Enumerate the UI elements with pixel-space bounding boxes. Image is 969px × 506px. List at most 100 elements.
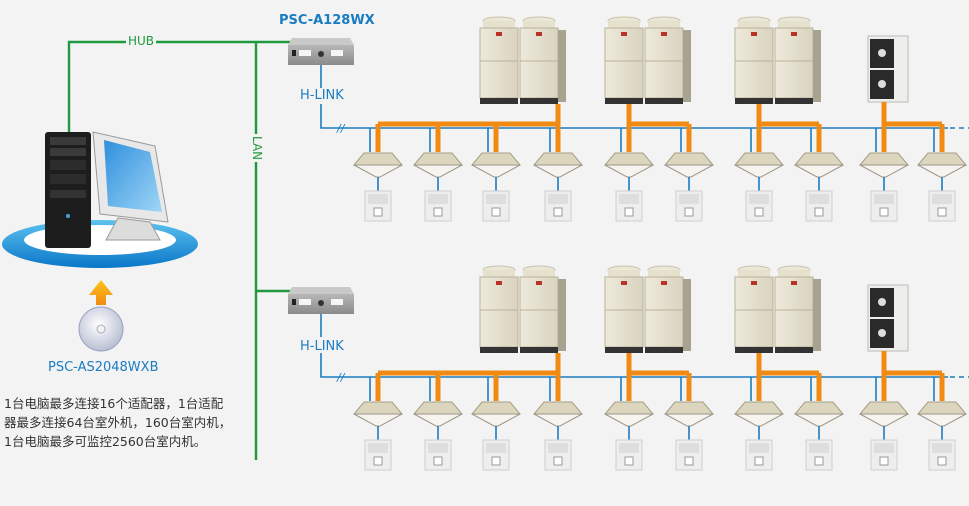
outdoor-unit-module — [519, 276, 559, 348]
cassette-body — [663, 401, 715, 415]
cassette-body — [733, 152, 785, 166]
pc-workstation — [2, 131, 198, 268]
cassette-panel — [859, 413, 909, 427]
indoor-unit — [858, 373, 910, 471]
cassette-panel — [604, 164, 654, 178]
cassette-body — [916, 152, 968, 166]
cassette-body — [603, 152, 655, 166]
hlink-bus — [320, 353, 948, 378]
outdoor-group-4 — [858, 35, 968, 222]
cassette-panel — [794, 413, 844, 427]
cassette-body — [532, 401, 584, 415]
hub-label: HUB — [126, 34, 157, 48]
outdoor-group-4 — [858, 284, 968, 471]
cassette-body — [352, 152, 404, 166]
hlink-bus — [320, 104, 948, 129]
adapter-top-label: PSC-A128WX — [279, 13, 375, 28]
indoor-unit — [412, 124, 464, 222]
hlink-row-1: // — [320, 16, 969, 222]
cassette-panel — [794, 164, 844, 178]
cassette-panel — [917, 164, 967, 178]
outdoor-unit-module — [644, 276, 684, 348]
outdoor-group-3 — [733, 265, 845, 471]
indoor-unit — [352, 373, 404, 471]
software-label: PSC-AS2048WXB — [48, 360, 159, 375]
cassette-panel — [734, 164, 784, 178]
cassette-panel — [734, 413, 784, 427]
indoor-unit — [603, 124, 655, 222]
cassette-panel — [664, 413, 714, 427]
outdoor-unit-module — [479, 276, 519, 348]
outdoor-unit-module — [479, 27, 519, 99]
lan-line-hub — [67, 40, 290, 132]
cassette-panel — [533, 413, 583, 427]
cassette-panel — [664, 164, 714, 178]
cassette-panel — [353, 413, 403, 427]
indoor-unit — [733, 124, 785, 222]
outdoor-unit-module — [734, 27, 774, 99]
cassette-body — [793, 401, 845, 415]
indoor-unit — [352, 124, 404, 222]
indoor-unit — [470, 373, 522, 471]
cassette-panel — [471, 164, 521, 178]
install-arrow-icon — [89, 280, 113, 305]
cassette-panel — [413, 413, 463, 427]
cassette-body — [916, 401, 968, 415]
outdoor-unit-module — [604, 27, 644, 99]
outdoor-group-1 — [352, 265, 584, 471]
cassette-panel — [471, 413, 521, 427]
indoor-unit — [663, 373, 715, 471]
hlink-top-label: H-LINK — [300, 88, 344, 103]
cassette-body — [793, 152, 845, 166]
outdoor-unit-module — [774, 276, 814, 348]
outdoor-group-1 — [352, 16, 584, 222]
outdoor-group-2 — [603, 16, 715, 222]
cassette-panel — [353, 164, 403, 178]
indoor-unit — [793, 124, 845, 222]
cassette-panel — [604, 413, 654, 427]
indoor-unit — [532, 124, 584, 222]
cassette-panel — [859, 164, 909, 178]
wire-break-mark: // — [336, 122, 346, 135]
cassette-body — [858, 152, 910, 166]
outdoor-unit-module — [519, 27, 559, 99]
cassette-panel — [917, 413, 967, 427]
indoor-unit — [733, 373, 785, 471]
cassette-body — [470, 152, 522, 166]
cassette-body — [352, 401, 404, 415]
outdoor-unit-module — [734, 276, 774, 348]
cassette-panel — [533, 164, 583, 178]
indoor-unit — [470, 124, 522, 222]
cassette-body — [470, 401, 522, 415]
cassette-body — [412, 401, 464, 415]
lan-network — [67, 40, 292, 460]
hlink-row-2: // — [320, 265, 969, 471]
lan-label: LAN — [250, 134, 264, 163]
indoor-unit — [916, 373, 968, 471]
wire-break-mark: // — [336, 371, 346, 384]
indoor-unit — [916, 124, 968, 222]
cassette-body — [733, 401, 785, 415]
indoor-unit — [412, 373, 464, 471]
indoor-unit — [532, 373, 584, 471]
cassette-body — [663, 152, 715, 166]
cassette-body — [858, 401, 910, 415]
cassette-body — [532, 152, 584, 166]
hlink-bottom-label: H-LINK — [300, 339, 344, 354]
cassette-body — [603, 401, 655, 415]
indoor-unit — [603, 373, 655, 471]
capacity-description: 1台电脑最多连接16个适配器，1台适配器最多连接64台室外机，160台室内机，1… — [4, 396, 232, 449]
outdoor-unit-module — [604, 276, 644, 348]
outdoor-unit-module — [774, 27, 814, 99]
indoor-unit — [858, 124, 910, 222]
indoor-unit — [793, 373, 845, 471]
outdoor-group-3 — [733, 16, 845, 222]
cassette-body — [412, 152, 464, 166]
outdoor-unit-module — [644, 27, 684, 99]
adapter-bottom[interactable] — [288, 287, 354, 314]
software-cd-icon — [78, 306, 124, 352]
adapter-top[interactable] — [288, 38, 354, 65]
outdoor-group-2 — [603, 265, 715, 471]
indoor-unit — [663, 124, 715, 222]
